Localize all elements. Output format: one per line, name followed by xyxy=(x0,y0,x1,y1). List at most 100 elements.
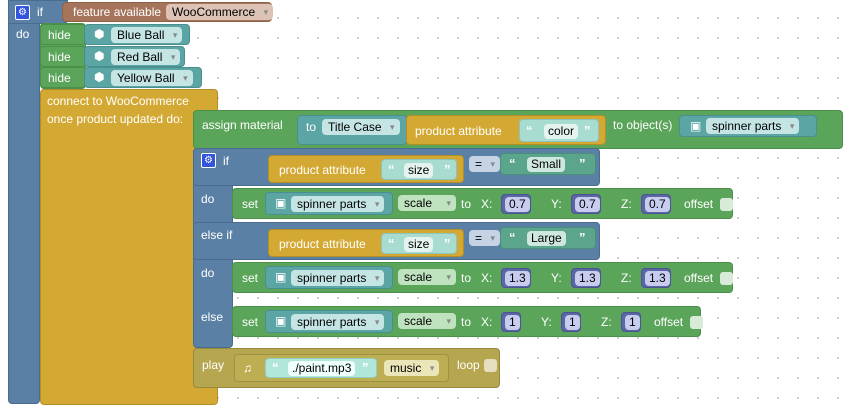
object-dropdown[interactable]: Yellow Ball xyxy=(111,70,193,86)
set-block[interactable]: set ▣spinner parts scale toX: 0.7Y: 0.7Z… xyxy=(232,188,733,219)
connect-woocommerce-block[interactable]: connect to WooCommerce once product upda… xyxy=(40,89,218,405)
object-block[interactable]: ⬢Yellow Ball xyxy=(84,67,202,88)
feature-dropdown[interactable]: WooCommerce xyxy=(166,4,274,20)
object-block[interactable]: ▣spinner parts xyxy=(265,310,393,333)
title-case-block[interactable]: to Title Case xyxy=(297,115,407,145)
object-block[interactable]: ⬢ Blue Ball xyxy=(84,24,190,45)
offset-checkbox[interactable] xyxy=(720,272,733,285)
hide-block[interactable]: hide xyxy=(40,24,86,45)
text-field[interactable]: Large xyxy=(527,231,566,246)
number-block[interactable]: 1.3 xyxy=(571,268,601,288)
number-block[interactable]: 0.7 xyxy=(501,194,531,214)
object-dropdown[interactable]: spinner parts xyxy=(291,314,385,330)
z-label: Z: xyxy=(621,197,632,211)
x-value[interactable]: 1 xyxy=(505,315,520,330)
object-dropdown[interactable]: spinner parts xyxy=(291,270,385,286)
product-attribute-label: product attribute xyxy=(415,124,502,138)
case-dropdown[interactable]: Title Case xyxy=(322,119,400,135)
offset-label: offset xyxy=(684,271,714,285)
offset-checkbox[interactable] xyxy=(690,316,703,329)
product-attribute-block[interactable]: product attribute “color” xyxy=(406,115,606,145)
do-label: do xyxy=(201,266,215,280)
assign-material-block[interactable]: assign material to Title Case product at… xyxy=(193,110,843,149)
property-dropdown[interactable]: scale xyxy=(398,195,456,211)
property-dropdown[interactable]: scale xyxy=(398,313,456,329)
product-attribute-block[interactable]: product attribute“size” xyxy=(268,155,464,183)
text-field[interactable]: Small xyxy=(527,157,566,172)
x-value[interactable]: 1.3 xyxy=(505,271,530,286)
offset-label: offset xyxy=(684,197,714,211)
else-if-label: else if xyxy=(201,228,233,242)
assign-label: assign material xyxy=(202,118,283,132)
text-field[interactable]: size xyxy=(404,237,434,252)
object-dropdown[interactable]: Blue Ball xyxy=(111,27,183,43)
number-block[interactable]: 1.3 xyxy=(641,268,671,288)
set-label: set xyxy=(242,315,259,329)
text-block[interactable]: “size” xyxy=(381,233,457,254)
set-block[interactable]: set ▣spinner parts scale toX: 1Y: 1Z: 1o… xyxy=(232,306,703,337)
sound-type-dropdown[interactable]: music xyxy=(384,360,440,376)
property-dropdown[interactable]: scale xyxy=(398,269,456,285)
cube-icon: ⬢ xyxy=(94,48,105,63)
text-field[interactable]: color xyxy=(544,124,579,139)
number-block[interactable]: 1.3 xyxy=(501,268,531,288)
compare-operator-dropdown[interactable]: = xyxy=(469,156,501,172)
object-block[interactable]: ▣spinner parts xyxy=(265,266,393,289)
x-label: X: xyxy=(481,271,493,285)
object-icon: ▣ xyxy=(690,119,702,133)
to-label: to xyxy=(306,120,317,134)
file-field[interactable]: ./paint.mp3 xyxy=(288,361,356,376)
to-label: to xyxy=(461,271,472,285)
z-label: Z: xyxy=(601,315,612,329)
x-value[interactable]: 0.7 xyxy=(505,197,530,212)
text-block[interactable]: “color” xyxy=(519,119,599,142)
object-block[interactable]: ▣ spinner parts xyxy=(679,115,817,137)
text-block[interactable]: “Small” xyxy=(500,153,596,175)
product-attribute-block[interactable]: product attribute“size” xyxy=(268,229,464,257)
z-value[interactable]: 1 xyxy=(625,315,640,330)
to-objects-label: to object(s) xyxy=(613,118,673,132)
feature-label: feature available xyxy=(73,5,162,19)
play-block[interactable]: play ♫ “./paint.mp3” music loop xyxy=(193,348,500,388)
object-dropdown[interactable]: Red Ball xyxy=(111,48,181,65)
number-block[interactable]: 0.7 xyxy=(641,194,671,214)
number-block[interactable]: 0.7 xyxy=(571,194,601,214)
y-value[interactable]: 1 xyxy=(565,315,580,330)
hide-label: hide xyxy=(48,28,71,42)
z-value[interactable]: 0.7 xyxy=(645,197,670,212)
cube-icon: ⬢ xyxy=(94,27,105,41)
text-block[interactable]: “./paint.mp3” xyxy=(265,358,377,378)
hide-block[interactable]: hide xyxy=(40,45,86,67)
object-dropdown[interactable]: spinner parts xyxy=(291,196,385,212)
if-block[interactable] xyxy=(8,0,40,404)
y-value[interactable]: 0.7 xyxy=(575,197,600,212)
z-label: Z: xyxy=(621,271,632,285)
x-label: X: xyxy=(481,315,493,329)
hide-block[interactable]: hide xyxy=(40,67,86,88)
gear-icon[interactable]: ⚙ xyxy=(15,5,30,20)
number-block[interactable]: 1 xyxy=(561,312,581,332)
hide-label: hide xyxy=(48,49,71,64)
loop-checkbox[interactable] xyxy=(484,359,497,372)
gear-icon[interactable]: ⚙ xyxy=(201,153,216,168)
offset-checkbox[interactable] xyxy=(720,198,733,211)
sound-block[interactable]: ♫ “./paint.mp3” music xyxy=(234,354,449,382)
hide-label: hide xyxy=(48,71,71,85)
object-dropdown[interactable]: spinner parts xyxy=(706,118,800,134)
z-value[interactable]: 1.3 xyxy=(645,271,670,286)
set-block[interactable]: set ▣spinner parts scale toX: 1.3Y: 1.3Z… xyxy=(232,262,733,293)
y-value[interactable]: 1.3 xyxy=(575,271,600,286)
text-block[interactable]: “Large” xyxy=(500,227,596,249)
offset-label: offset xyxy=(654,315,684,329)
compare-operator-dropdown[interactable]: = xyxy=(469,230,501,246)
text-field[interactable]: size xyxy=(404,163,434,178)
object-block[interactable]: ⬢ Red Ball xyxy=(84,45,185,67)
x-label: X: xyxy=(481,197,493,211)
number-block[interactable]: 1 xyxy=(501,312,521,332)
if-label: if xyxy=(223,154,229,168)
object-block[interactable]: ▣spinner parts xyxy=(265,192,393,215)
feature-available-block[interactable]: feature available WooCommerce xyxy=(62,2,274,22)
text-block[interactable]: “size” xyxy=(381,159,457,180)
do-label: do xyxy=(201,192,215,206)
number-block[interactable]: 1 xyxy=(621,312,641,332)
